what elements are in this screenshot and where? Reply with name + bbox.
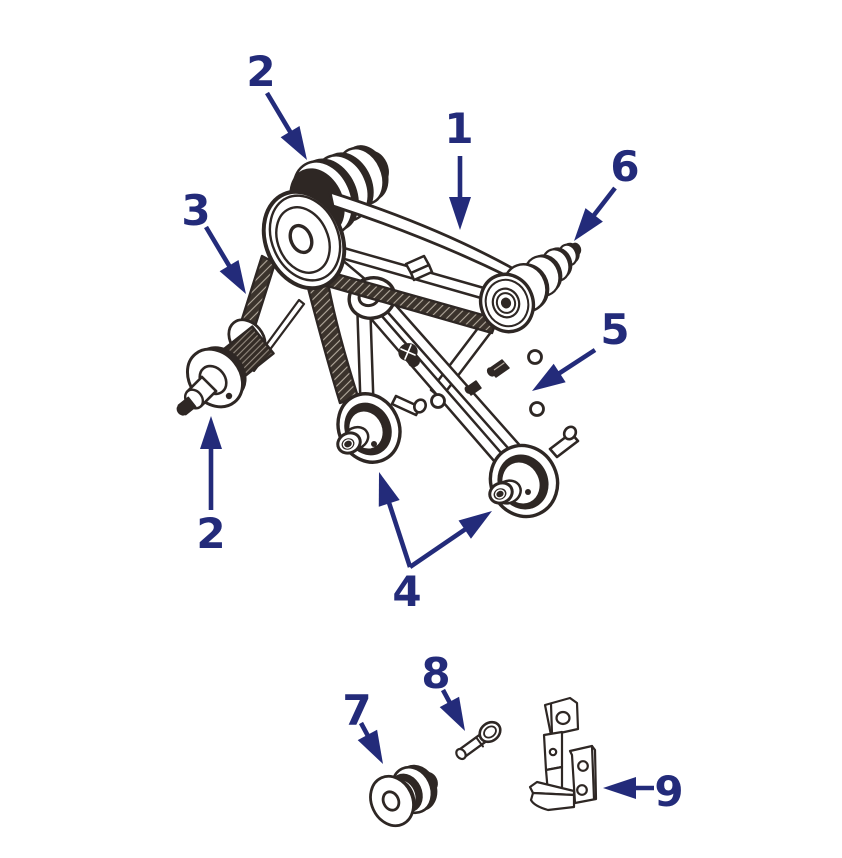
callout-arrow-line — [265, 91, 296, 138]
stud-pin — [486, 359, 510, 378]
callout-arrow-head — [280, 126, 307, 160]
right-pulley — [478, 263, 548, 334]
callout-arrow-head — [532, 363, 566, 391]
callout-9: 9 — [603, 767, 684, 816]
mounting-bracket — [528, 696, 598, 812]
callout-number-5: 5 — [600, 305, 629, 354]
mounting-screw — [455, 720, 502, 761]
stud-pin — [464, 380, 482, 396]
callout-arrow-line — [408, 524, 472, 569]
callout-arrow-line — [553, 348, 597, 379]
callout-6: 6 — [574, 142, 640, 241]
callout-arrow-head — [219, 260, 246, 294]
callout-arrow-head — [574, 208, 603, 241]
callout-4: 4 — [378, 472, 492, 616]
callout-7: 7 — [342, 686, 383, 764]
callout-arrow-head — [458, 511, 492, 539]
callouts: 2 1 6 3 5 2 4 7 8 9 — [181, 47, 683, 816]
phillips-screw — [398, 343, 420, 368]
callout-number-1: 1 — [444, 104, 473, 153]
callout-8: 8 — [421, 649, 465, 731]
callout-arrow-head — [449, 197, 471, 230]
callout-number-8: 8 — [421, 649, 450, 698]
callout-arrow-line — [204, 225, 235, 272]
callout-number-4: 4 — [392, 567, 421, 616]
callout-arrow-line — [588, 186, 617, 222]
callout-number-7: 7 — [342, 686, 371, 735]
lower-right-bearing — [488, 425, 580, 519]
lower-left-bearing — [336, 392, 427, 464]
callout-number-9: 9 — [654, 767, 683, 816]
callout-arrow-head — [378, 472, 400, 507]
retaining-ring — [529, 401, 545, 417]
callout-1: 1 — [444, 104, 474, 230]
retaining-ring — [430, 393, 446, 409]
callout-number-2: 2 — [196, 509, 225, 558]
loose-parts — [369, 696, 598, 828]
callout-number-2: 2 — [246, 47, 275, 96]
callout-3: 3 — [181, 186, 246, 294]
idler-pulley — [369, 764, 438, 828]
callout-number-6: 6 — [610, 142, 639, 191]
upper-pulley — [261, 189, 347, 291]
callout-2: 2 — [196, 416, 226, 558]
callout-arrow-head — [200, 416, 222, 449]
callout-number-3: 3 — [181, 186, 210, 235]
callout-arrow-head — [439, 696, 465, 731]
retaining-ring — [527, 349, 543, 365]
callout-arrow-line — [385, 496, 413, 568]
belts — [235, 190, 527, 405]
left-shaft-assembly — [176, 298, 306, 416]
callout-arrow-head — [603, 777, 636, 799]
callout-2: 2 — [246, 47, 307, 160]
drive-assembly — [176, 145, 582, 519]
small-hardware — [398, 343, 545, 417]
callout-5: 5 — [532, 305, 630, 391]
callout-arrow-head — [357, 729, 383, 764]
